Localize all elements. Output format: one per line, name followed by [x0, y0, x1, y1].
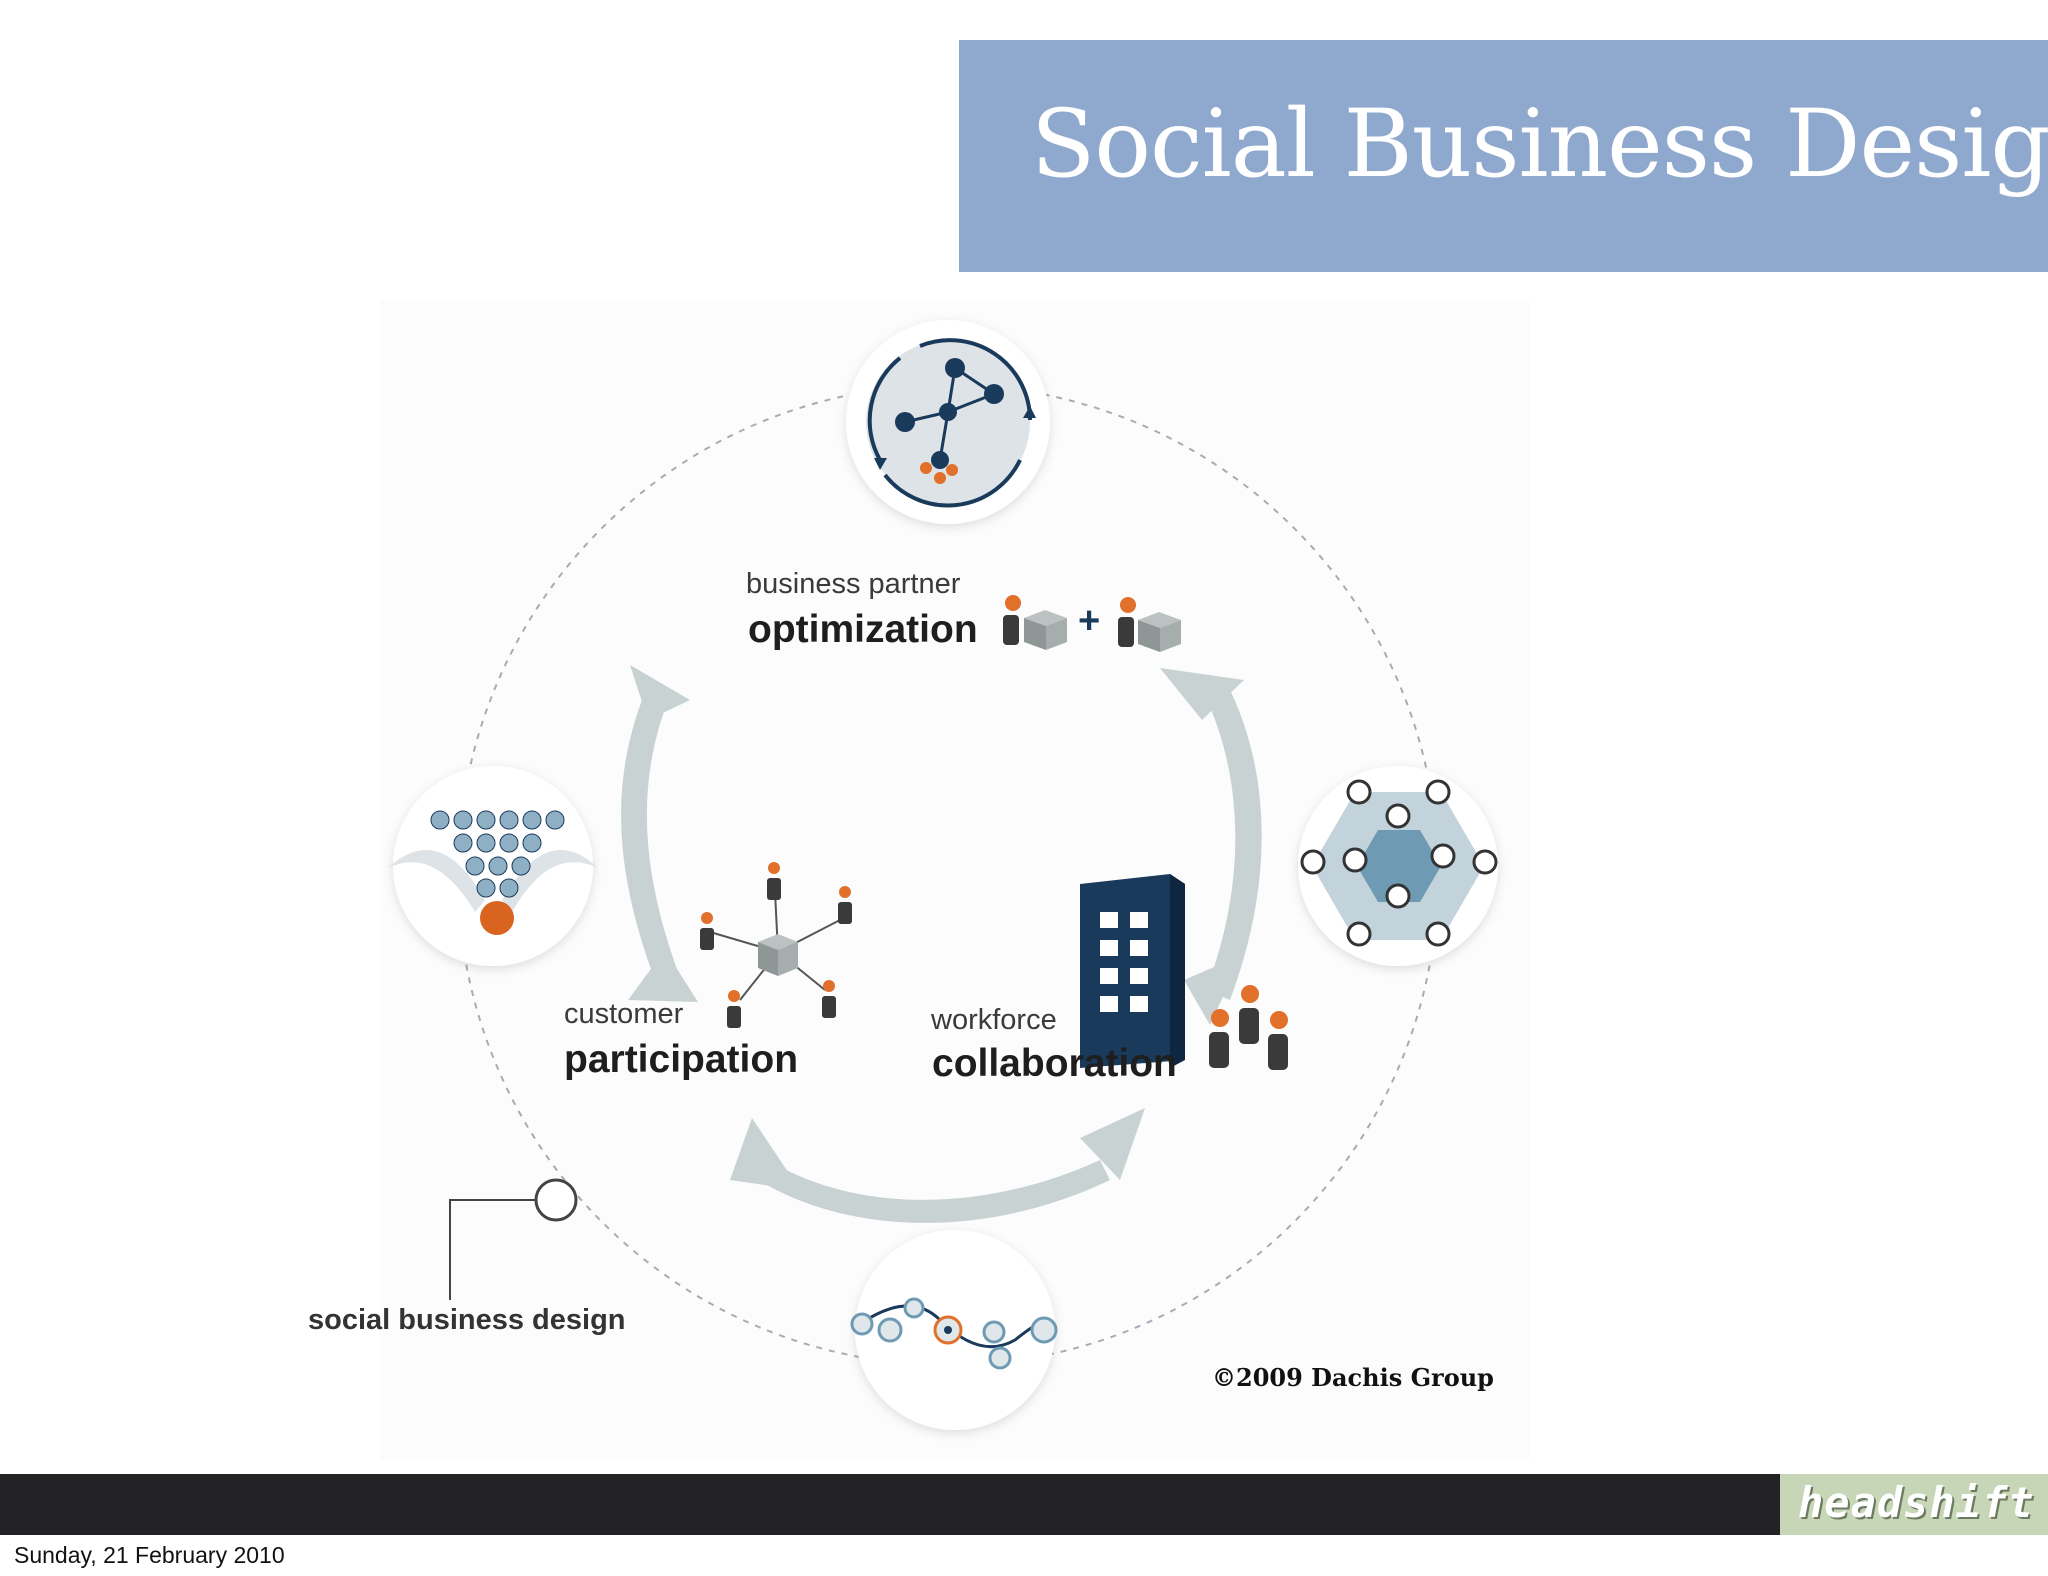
copyright-text: ©2009 Dachis Group	[1212, 1366, 1494, 1390]
customer-label: customer	[564, 1000, 683, 1029]
social-business-design-label: social business design	[308, 1306, 626, 1335]
logo-text: headshift	[1798, 1480, 2035, 1526]
slide-title: Social Business Design	[1031, 98, 1988, 192]
business-partner-label: business partner	[746, 570, 960, 599]
social-business-diagram: business partner optimization + customer…	[380, 300, 1530, 1460]
workforce-label: workforce	[931, 1006, 1057, 1035]
workforce-building-icon	[1080, 874, 1185, 1068]
diagram-graphic	[380, 300, 1530, 1460]
footer-bar	[0, 1474, 2048, 1535]
customer-hub-icon	[700, 862, 852, 1028]
participation-label: participation	[564, 1040, 798, 1079]
outer-circle-marker	[450, 1180, 576, 1300]
optimization-label: optimization	[748, 610, 978, 649]
title-banner: Social Business Design	[959, 40, 2048, 272]
headshift-logo: headshift	[1780, 1474, 2048, 1535]
footer-date: Sunday, 21 February 2010	[14, 1542, 285, 1569]
collaboration-label: collaboration	[932, 1044, 1177, 1083]
plus-sign: +	[1078, 602, 1100, 640]
